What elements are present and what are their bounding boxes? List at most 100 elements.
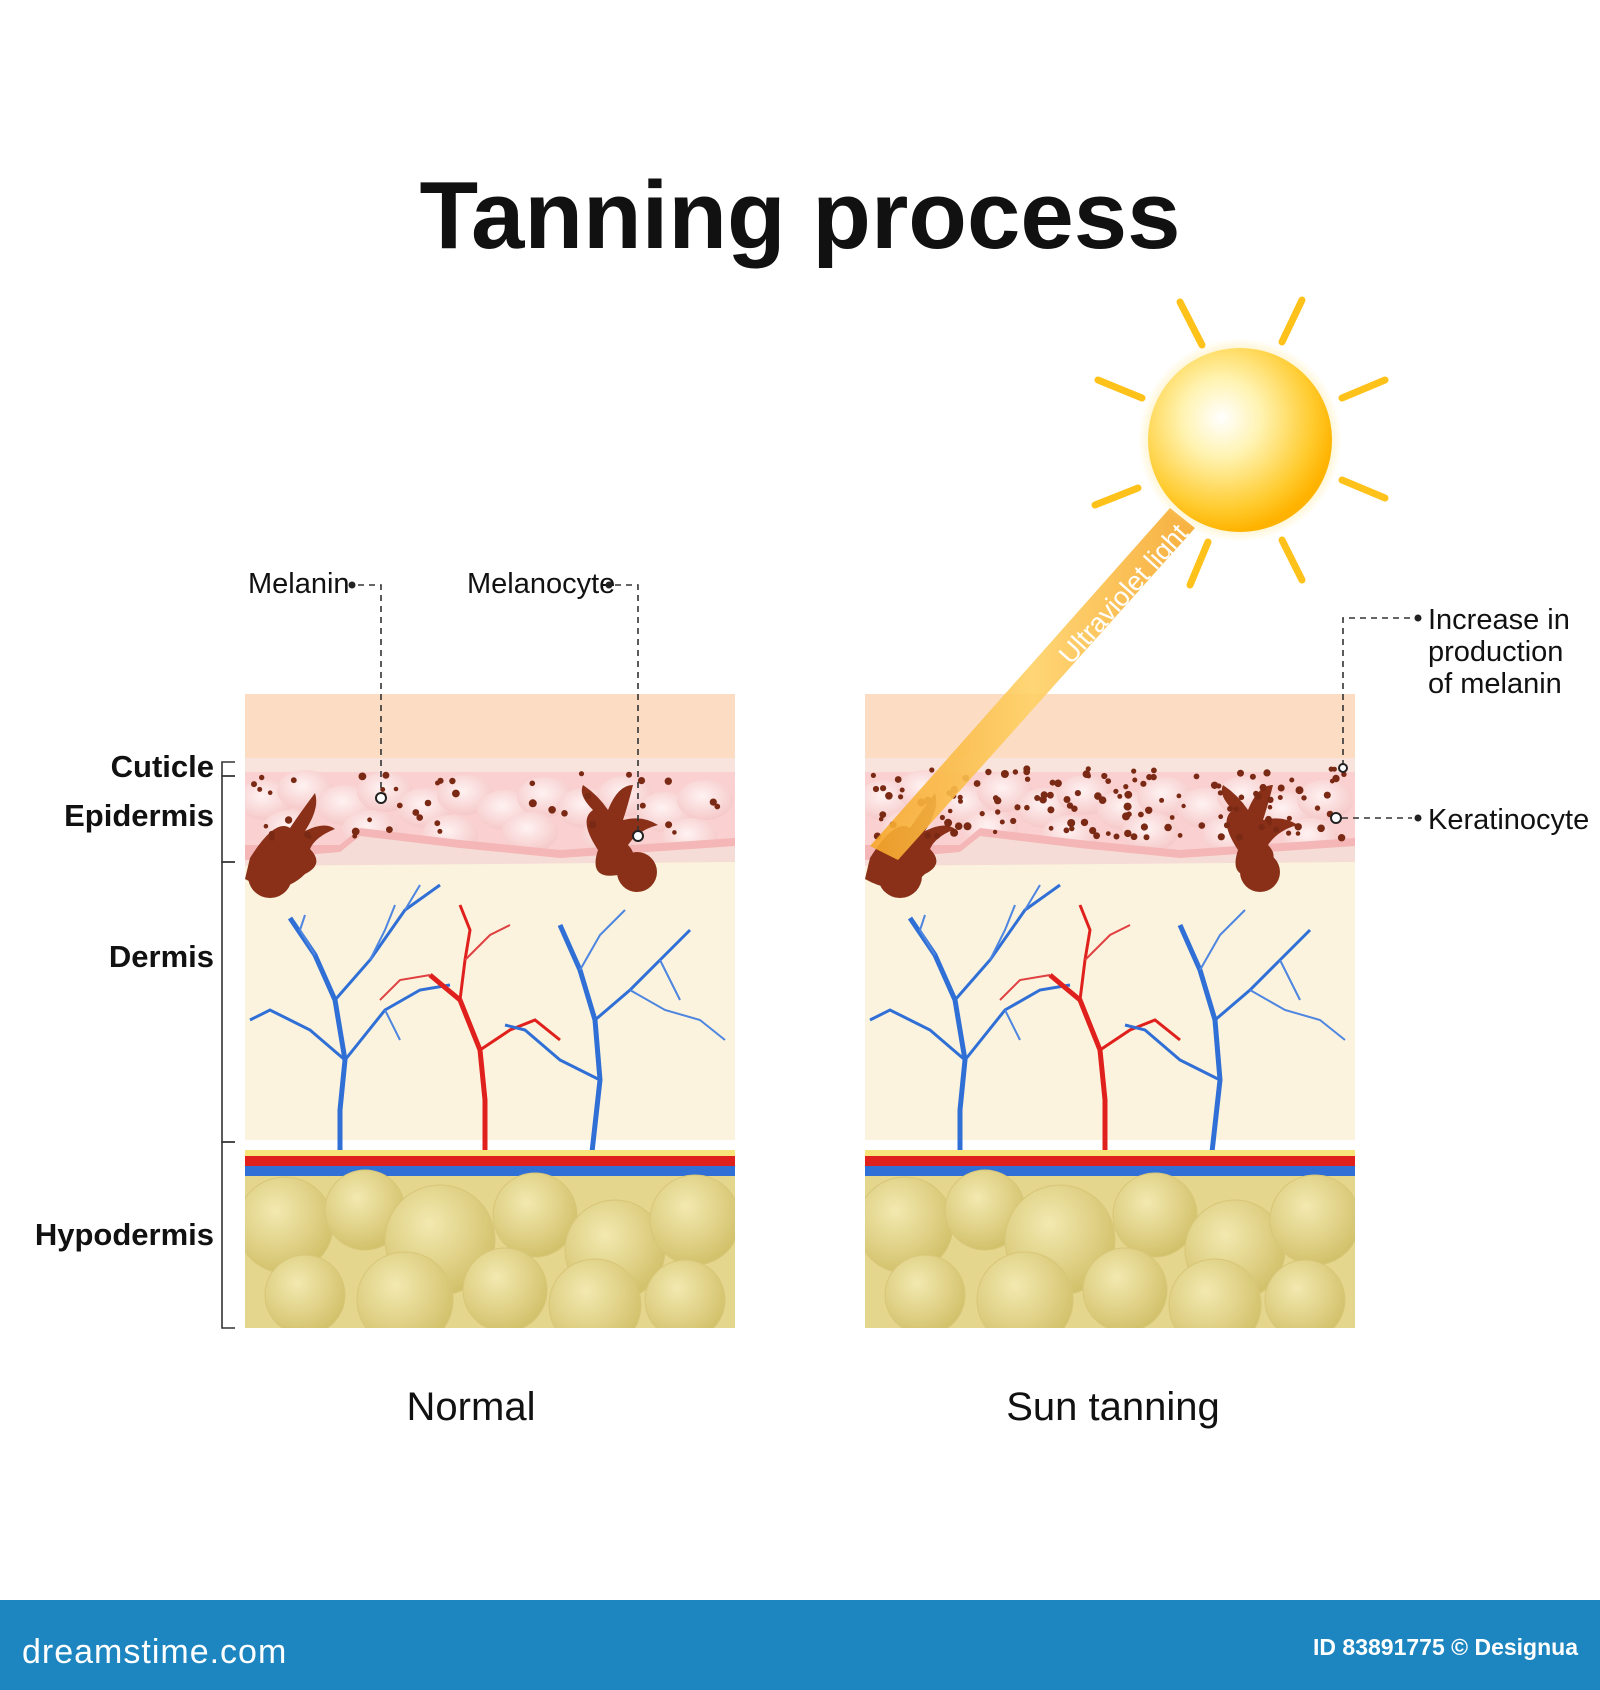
increase-label-line2: production bbox=[1428, 636, 1563, 668]
melanin-granule bbox=[1289, 777, 1295, 783]
keratinocyte-cell bbox=[677, 780, 733, 820]
melanin-granule bbox=[1034, 795, 1041, 801]
melanin-granule bbox=[1063, 827, 1070, 834]
keratinocyte-cell bbox=[1122, 812, 1178, 852]
melanin-granule bbox=[1223, 822, 1231, 829]
melanin-granule bbox=[548, 806, 556, 814]
dermis-label: Dermis bbox=[109, 939, 214, 974]
footer-logo: dreamstime.com bbox=[22, 1633, 287, 1671]
fat-cell bbox=[264, 1254, 346, 1328]
melanin-granule bbox=[1193, 773, 1200, 780]
melanin-granule bbox=[367, 817, 372, 823]
melanin-granule bbox=[1105, 778, 1112, 784]
melanin-granule bbox=[584, 792, 592, 800]
melanin-granule bbox=[1098, 796, 1107, 804]
melanin-granule bbox=[1101, 772, 1108, 780]
melanin-granule bbox=[452, 789, 460, 798]
melanin-granule bbox=[1295, 831, 1301, 836]
melanin-granule bbox=[1337, 834, 1346, 842]
melanin-granule bbox=[290, 777, 297, 784]
fat-cell bbox=[356, 1251, 454, 1328]
melanin-granule bbox=[1124, 829, 1132, 838]
sun-tanning-skin-panel bbox=[865, 694, 1355, 1328]
fat-cell bbox=[1168, 1258, 1262, 1328]
vein-band bbox=[245, 1166, 735, 1176]
melanocyte-target-dot bbox=[632, 830, 644, 842]
melanin-granule bbox=[672, 830, 677, 835]
melanin-granule bbox=[393, 786, 399, 792]
fat-cells bbox=[245, 1169, 735, 1328]
melanin-granule bbox=[1063, 796, 1071, 803]
melanin-granule bbox=[872, 785, 880, 793]
melanin-granule bbox=[870, 772, 877, 779]
melanin-granule bbox=[1130, 833, 1138, 841]
melanin-granule bbox=[351, 827, 360, 836]
melanin-granule bbox=[1150, 773, 1157, 781]
dermis-layer bbox=[865, 860, 1355, 1140]
melanin-granule bbox=[416, 814, 424, 821]
melanin-granule bbox=[1277, 784, 1285, 792]
fat-cells bbox=[865, 1169, 1355, 1328]
melanin-granule bbox=[352, 833, 358, 839]
fat-cell bbox=[644, 1259, 726, 1328]
sun-tanning-caption: Sun tanning bbox=[1006, 1385, 1220, 1429]
melanin-granule bbox=[1328, 766, 1334, 772]
melanin-granules bbox=[251, 771, 721, 841]
melanin-granule bbox=[437, 828, 443, 834]
melanocyte-label-dot bbox=[605, 581, 613, 589]
keratinocyte-label: Keratinocyte bbox=[1428, 804, 1589, 836]
increase-label-line1: Increase in bbox=[1428, 604, 1570, 636]
blood-vessels bbox=[249, 883, 726, 1171]
melanin-granule bbox=[639, 802, 646, 809]
increase-target-dot bbox=[1338, 763, 1348, 773]
melanin-granule bbox=[396, 802, 403, 809]
melanin-granule bbox=[1176, 793, 1182, 799]
fat-cell bbox=[492, 1172, 578, 1258]
cuticle-layer bbox=[245, 694, 735, 764]
sun-icon bbox=[1091, 296, 1389, 589]
fat-line bbox=[865, 1150, 1355, 1156]
melanin-granule bbox=[947, 808, 953, 814]
melanin-granule bbox=[637, 777, 646, 785]
melanin-target-dot bbox=[375, 792, 387, 804]
melanin-granule bbox=[1286, 815, 1292, 821]
melanin-granule bbox=[1145, 806, 1153, 814]
melanin-granule bbox=[284, 816, 293, 824]
melanin-granule bbox=[449, 777, 456, 785]
melanin-granule bbox=[939, 814, 946, 821]
melanin-granule bbox=[1323, 791, 1331, 799]
melanin-granule bbox=[1069, 825, 1075, 832]
melanin-granule bbox=[1238, 794, 1245, 801]
cuticle-band bbox=[245, 758, 735, 772]
melanin-granule bbox=[1012, 769, 1019, 775]
melanin-granule bbox=[1024, 804, 1030, 811]
melanin-granule bbox=[1048, 825, 1054, 831]
melanin-granule bbox=[885, 792, 893, 800]
melanin-granule bbox=[1131, 768, 1137, 774]
melanin-granule bbox=[1294, 823, 1302, 831]
melanocyte-label: Melanocyte bbox=[467, 568, 615, 600]
melanin-granules bbox=[870, 765, 1347, 842]
artery-band bbox=[865, 1156, 1355, 1166]
fat-cell bbox=[649, 1174, 735, 1266]
melanin-granule bbox=[1235, 833, 1243, 841]
melanin-granule bbox=[1286, 830, 1292, 836]
melanin-granule bbox=[1113, 788, 1119, 794]
melanin-granule bbox=[304, 831, 311, 838]
fat-cell bbox=[884, 1254, 966, 1328]
melanin-granule bbox=[1105, 831, 1111, 836]
melanin-granule bbox=[528, 799, 537, 808]
melanin-granule bbox=[529, 780, 536, 787]
melanin-granule bbox=[1317, 824, 1325, 833]
melanin-granule bbox=[999, 819, 1005, 825]
melanin-granule bbox=[1273, 826, 1280, 833]
melanin-granule bbox=[1024, 776, 1031, 782]
fat-cell bbox=[1082, 1247, 1168, 1328]
cuticle-label: Cuticle bbox=[111, 749, 214, 784]
epidermis-label: Epidermis bbox=[64, 798, 214, 833]
vein-band bbox=[865, 1166, 1355, 1176]
melanin-granule bbox=[1124, 790, 1133, 799]
melanin-granule bbox=[1295, 786, 1304, 795]
cuticle-layer bbox=[865, 694, 1355, 764]
melanin-granule bbox=[1123, 784, 1129, 790]
